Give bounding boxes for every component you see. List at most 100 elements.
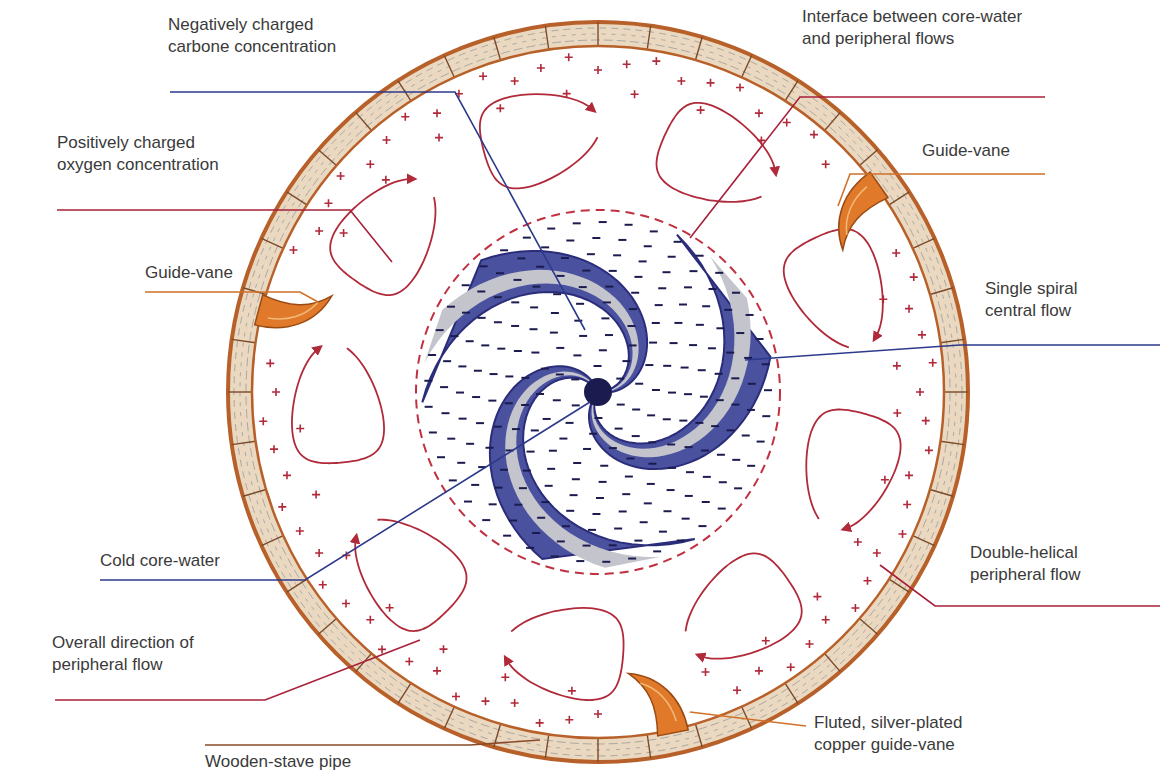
minus-sign (436, 329, 444, 331)
minus-sign (645, 364, 653, 366)
minus-sign (619, 510, 627, 512)
minus-sign (677, 539, 685, 541)
spiral-arm (589, 235, 770, 469)
peripheral-flow-loops (292, 94, 901, 700)
plus-sign (893, 409, 901, 417)
minus-sign (639, 260, 647, 262)
negative-charges (424, 222, 772, 562)
minus-sign (742, 435, 750, 437)
stave-joint (695, 724, 702, 747)
minus-sign (652, 389, 660, 391)
vane-blade (255, 278, 332, 342)
plus-sign (810, 131, 818, 139)
minus-sign (716, 399, 724, 401)
minus-sign (536, 266, 544, 268)
minus-sign (547, 468, 555, 470)
minus-sign (600, 465, 608, 467)
minus-sign (614, 528, 622, 530)
minus-sign (667, 489, 675, 491)
minus-sign (550, 332, 558, 334)
leader-line (57, 210, 392, 262)
minus-sign (583, 545, 591, 547)
minus-sign (437, 456, 445, 458)
plus-sign (787, 663, 795, 671)
minus-sign (603, 301, 611, 303)
plus-sign (383, 136, 391, 144)
minus-sign (553, 399, 561, 401)
minus-sign (685, 446, 693, 448)
stave-joint (647, 734, 650, 758)
plus-sign (755, 109, 763, 117)
minus-sign (628, 325, 636, 327)
plus-sign (270, 445, 278, 453)
plus-sign (289, 246, 297, 254)
plus-sign (496, 104, 504, 112)
minus-sign (572, 404, 580, 406)
minus-sign (579, 286, 587, 288)
guide-vane (255, 278, 332, 342)
plus-sign (631, 90, 639, 98)
minus-sign (701, 450, 709, 452)
minus-sign (616, 378, 624, 380)
minus-sign (648, 463, 656, 465)
minus-sign (592, 513, 600, 515)
minus-sign (523, 237, 531, 239)
callout-label: Guide-vane (922, 140, 1042, 162)
plus-sign (864, 577, 872, 585)
plus-sign (366, 160, 374, 168)
minus-sign (514, 350, 522, 352)
minus-sign (462, 312, 470, 314)
leader-line (690, 712, 806, 726)
minus-sign (625, 476, 633, 478)
minus-sign (523, 470, 531, 472)
minus-sign (716, 327, 724, 329)
plus-sign (922, 417, 930, 425)
pipe-outer-wall (228, 22, 968, 762)
stave-joint (597, 22, 598, 46)
minus-sign (644, 502, 652, 504)
minus-sign (634, 276, 642, 278)
minus-sign (601, 317, 609, 319)
plus-sign (315, 549, 323, 557)
minus-sign (559, 438, 567, 440)
minus-sign (702, 305, 710, 307)
minus-sign (489, 503, 497, 505)
flow-loop (480, 94, 598, 188)
minus-sign (605, 334, 613, 336)
stave-joint (287, 579, 307, 592)
minus-sign (425, 406, 433, 408)
minus-sign (530, 328, 538, 330)
minus-sign (718, 508, 726, 510)
minus-sign (429, 431, 437, 433)
minus-sign (495, 487, 503, 489)
minus-sign (481, 344, 489, 346)
callout-label: Fluted, silver-plated copper guide-vane (814, 712, 1004, 756)
leader-line (100, 402, 590, 580)
plus-sign (511, 699, 519, 707)
minus-sign (440, 386, 448, 388)
vane-flute (831, 187, 883, 235)
minus-sign (653, 550, 661, 552)
stave-joint (444, 55, 454, 77)
minus-sign (609, 544, 617, 546)
minus-sign (573, 354, 581, 356)
minus-sign (464, 501, 472, 503)
minus-sign (511, 325, 519, 327)
plus-sign (278, 503, 286, 511)
plus-sign (822, 616, 830, 624)
stave-joint (398, 683, 411, 703)
minus-sign (686, 471, 694, 473)
stave-joint (318, 150, 336, 166)
minus-sign (527, 451, 535, 453)
plus-sign (342, 599, 350, 607)
minus-sign (566, 240, 574, 242)
pipe-inner-wall (252, 46, 944, 738)
plus-sign (296, 527, 304, 535)
callout-label: Negatively charged carbone concentration (168, 14, 368, 58)
minus-sign (478, 317, 486, 319)
stave-joint (930, 489, 953, 496)
minus-sign (472, 396, 480, 398)
callout-label: Single spiral central flow (985, 278, 1120, 322)
